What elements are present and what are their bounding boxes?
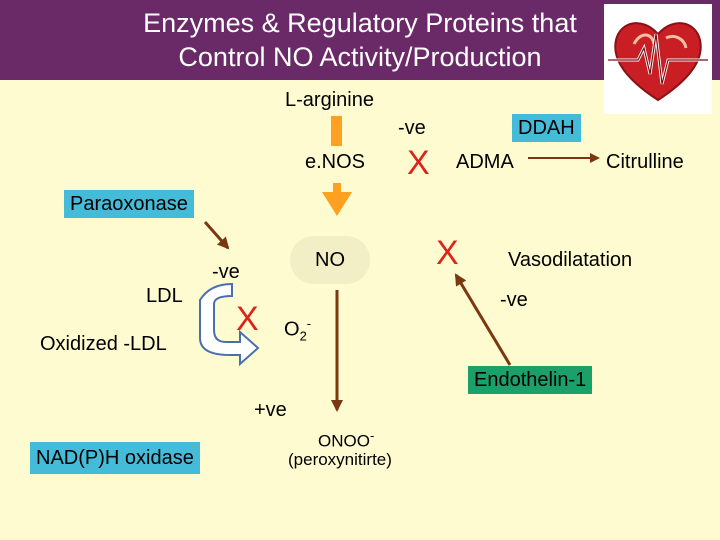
endothelin-box: Endothelin-1 — [468, 366, 593, 394]
ldl-oxidation-curve — [199, 282, 260, 367]
paraoxonase-box: Paraoxonase — [64, 190, 194, 218]
no-box: NO — [290, 236, 370, 284]
superoxide-o: O — [284, 318, 300, 341]
l-arginine-bar — [331, 116, 342, 146]
title-line-1: Enzymes & Regulatory Proteins that — [143, 8, 577, 38]
enos-arrow-shaft — [333, 183, 341, 193]
vasodilatation-negative-label: -ve — [500, 289, 528, 311]
title-bar — [0, 0, 720, 80]
adma-label: ADMA — [456, 151, 514, 173]
slide-title: Enzymes & Regulatory Proteins that Contr… — [0, 6, 720, 74]
onoo-text: ONOO — [318, 431, 370, 451]
ldl-negative-label: -ve — [212, 261, 240, 283]
ldl-inhibition-x: X — [236, 300, 259, 338]
title-line-2: Control NO Activity/Production — [178, 42, 542, 72]
ldl-label: LDL — [146, 285, 183, 307]
enos-arrow-head — [322, 192, 352, 216]
superoxide-superscript: - — [306, 316, 312, 331]
vasodilatation-label: Vasodilatation — [508, 249, 633, 271]
enos-inhibition-x: X — [407, 144, 430, 182]
l-arginine-label: L-arginine — [285, 89, 374, 111]
enos-label: e.NOS — [305, 151, 366, 173]
oxidized-ldl-label: Oxidized -LDL — [40, 333, 167, 355]
superoxide-subscript: 2 — [299, 328, 307, 344]
onoo-superscript: - — [369, 428, 375, 443]
ddah-box: DDAH — [512, 114, 581, 142]
heart-ecg-icon — [604, 4, 712, 114]
superoxide-label: O2- — [284, 312, 311, 349]
peroxynitrite-formula: ONOO- — [318, 424, 374, 454]
paraoxonase-arrow — [203, 221, 230, 250]
no-inhibition-x: X — [436, 234, 459, 272]
peroxynitrite-label: (peroxynitirte) — [288, 450, 392, 469]
nadph-oxidase-box: NAD(P)H oxidase — [30, 442, 200, 474]
endothelin-arrow — [454, 273, 512, 366]
enos-negative-label: -ve — [398, 117, 426, 139]
nadph-positive-label: +ve — [254, 399, 287, 421]
citrulline-label: Citrulline — [606, 151, 684, 173]
